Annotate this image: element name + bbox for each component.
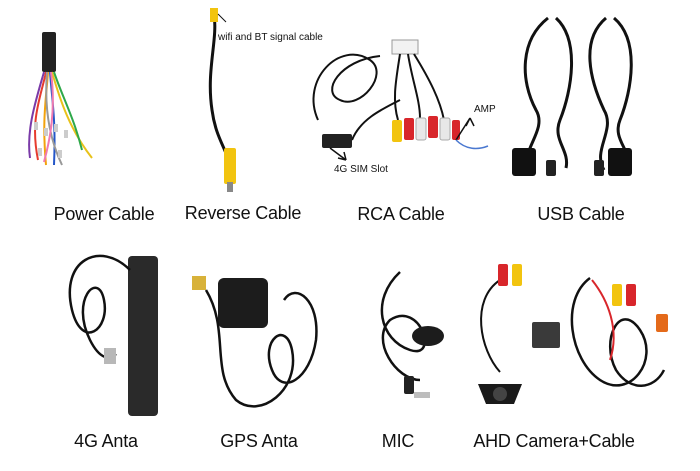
caption-ahd-camera-cable: AHD Camera+Cable — [473, 431, 635, 451]
caption-gps-anta: GPS Anta — [220, 431, 298, 451]
caption-rca-cable: RCA Cable — [357, 204, 445, 224]
wifi-bt-annotation: wifi and BT signal cable — [218, 32, 323, 43]
usb-cable-illustration — [512, 16, 633, 176]
caption-reverse-cable: Reverse Cable — [184, 203, 302, 223]
mic-illustration — [380, 271, 444, 398]
ahd-camera-illustration — [478, 264, 668, 404]
rca-cable-illustration — [312, 39, 489, 161]
caption-power-cable: Power Cable — [53, 204, 155, 224]
reverse-cable-illustration — [208, 8, 236, 192]
power-cable-illustration — [28, 32, 93, 166]
caption-usb-cable: USB Cable — [537, 204, 625, 224]
amp-annotation: AMP — [474, 104, 496, 115]
caption-mic: MIC — [381, 431, 415, 451]
gps-antenna-illustration — [192, 276, 318, 408]
sim-slot-annotation: 4G SIM Slot — [334, 164, 388, 175]
caption-4g-anta: 4G Anta — [74, 431, 138, 451]
4g-antenna-illustration — [68, 254, 158, 416]
